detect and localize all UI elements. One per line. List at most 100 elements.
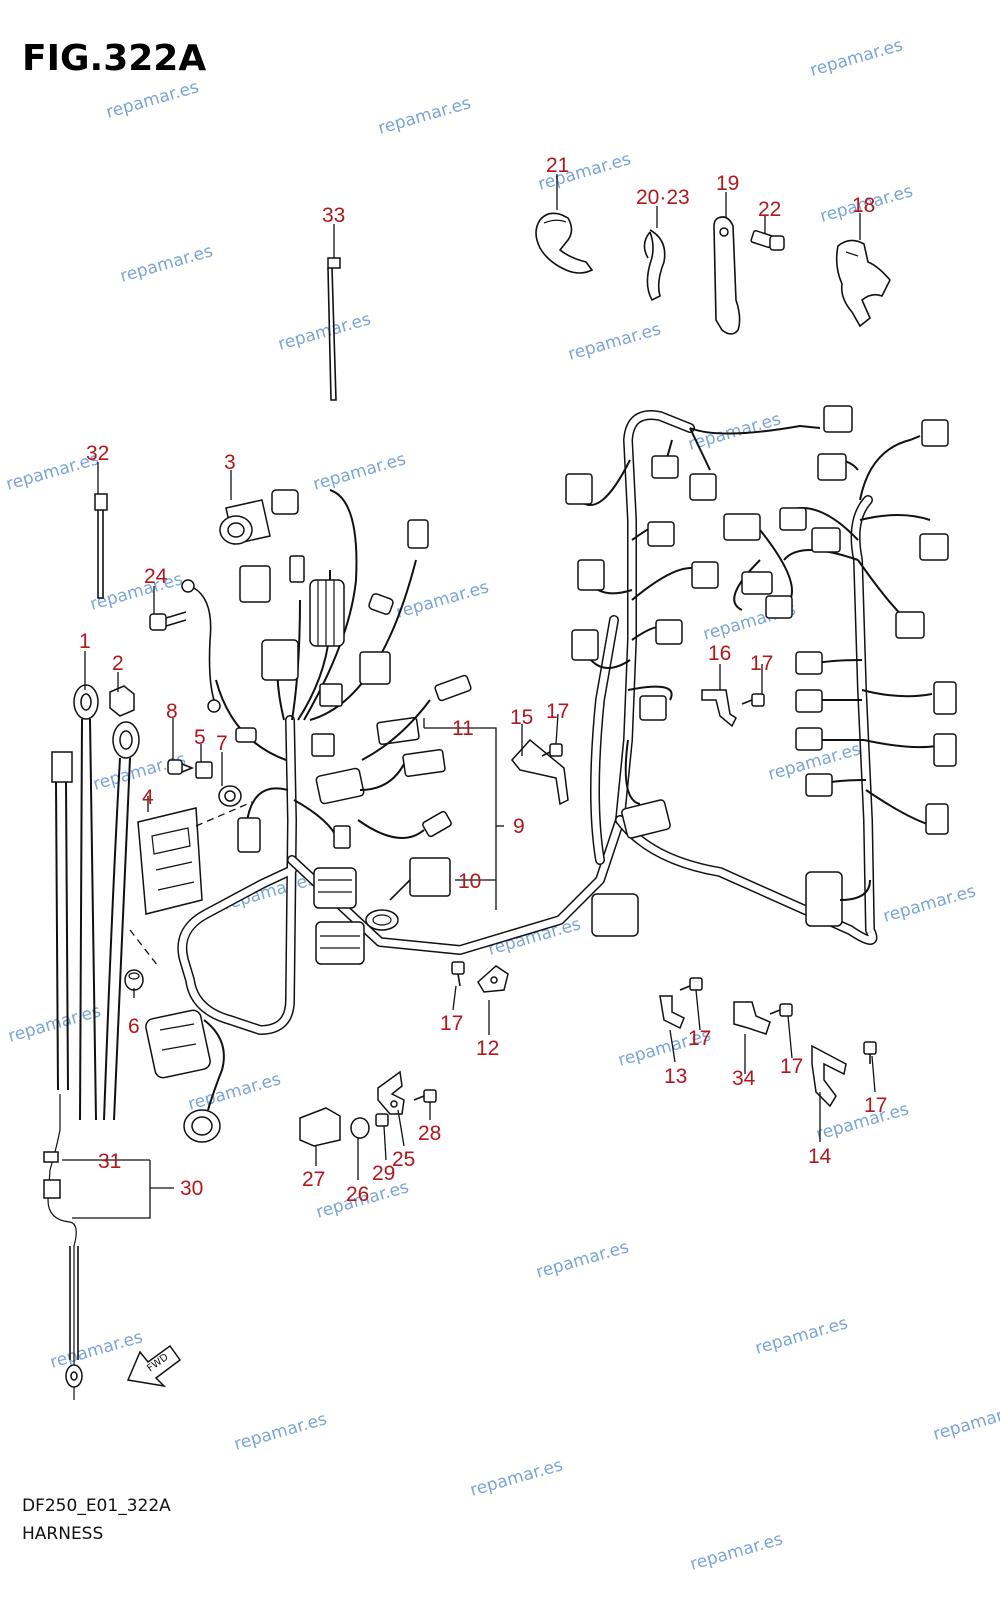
watermark: repamar.es [566, 319, 663, 365]
callout-31: 31 [98, 1150, 121, 1173]
watermark: repamar.es [814, 1099, 911, 1145]
part-30-lead [43, 751, 83, 1400]
part-20-23-clip [643, 229, 666, 302]
callout-14: 14 [808, 1145, 832, 1168]
watermark: repamar.es [104, 77, 201, 123]
callout-29: 29 [372, 1162, 395, 1185]
watermark: repamar.es [232, 1409, 329, 1455]
watermark: repamar.es [311, 449, 408, 495]
part-34-bracket [733, 1001, 771, 1035]
figure-code: DF250_E01_322A [22, 1496, 171, 1516]
callout-5: 5 [194, 726, 206, 749]
part-14-bracket [811, 1044, 847, 1108]
part-17-bolt [541, 743, 563, 757]
callout-30: 30 [180, 1177, 203, 1200]
callout-24: 24 [144, 565, 168, 588]
callout-17: 17 [546, 700, 569, 723]
callout-32: 32 [86, 442, 109, 465]
part-13-bracket [659, 995, 685, 1030]
callout-17: 17 [688, 1027, 711, 1050]
callout-20-23: 20·23 [636, 186, 690, 209]
callout-11: 11 [452, 717, 474, 740]
part-5-collar [195, 761, 213, 779]
part-29-nut [375, 1113, 389, 1127]
watermark: repamar.es [186, 1069, 283, 1115]
part-2-grommet [109, 685, 135, 717]
watermark: repamar.es [808, 35, 905, 81]
part-25-bracket [377, 1070, 405, 1115]
part-28-bolt [413, 1089, 437, 1103]
part-24-bolt [149, 579, 221, 713]
figure-name: HARNESS [22, 1524, 104, 1544]
callout-34: 34 [732, 1067, 756, 1090]
figure-title: FIG.322A [22, 38, 207, 79]
watermark: repamar.es [6, 1001, 103, 1047]
callout-17: 17 [440, 1012, 463, 1035]
callout-17: 17 [864, 1094, 887, 1117]
callouts: 1 2 3 4 5 6 7 8 9 10 11 12 13 14 15 16 1… [79, 154, 887, 1206]
part-15-bracket [511, 738, 569, 806]
part-12-bracket [477, 965, 509, 993]
callout-17: 17 [750, 652, 773, 675]
callout-9: 9 [513, 815, 525, 838]
leader-lines [62, 174, 876, 1219]
watermark: repamar.es [753, 1313, 850, 1359]
callout-13: 13 [664, 1065, 687, 1088]
part-3-sensor [219, 489, 299, 545]
callout-10: 10 [458, 870, 481, 893]
part-18-clamp [835, 239, 891, 328]
callout-28: 28 [418, 1122, 441, 1145]
part-22-bolt [750, 229, 785, 251]
part-17-bolt [863, 1041, 877, 1064]
part-8-bolt [167, 759, 195, 775]
watermark: repamar.es [534, 1237, 631, 1283]
watermark: repamar.es [931, 1399, 1000, 1445]
watermark: repamar.es [688, 1529, 785, 1575]
part-26-collar [350, 1117, 370, 1139]
watermark: repamar.es [118, 241, 215, 287]
callout-2: 2 [112, 652, 124, 675]
callout-21: 21 [546, 154, 569, 177]
part-21-clamp [535, 212, 594, 274]
part-10-relay [365, 857, 451, 931]
watermark: repamar.es [376, 93, 473, 139]
watermark: repamar.es [881, 881, 978, 927]
part-19-strap [713, 216, 741, 335]
callout-12: 12 [476, 1037, 499, 1060]
callout-33: 33 [322, 204, 345, 227]
fwd-arrow-icon: FWD [126, 1344, 182, 1388]
watermark: repamar.es [468, 1455, 565, 1501]
watermark: repamar.es [48, 1327, 145, 1373]
part-17-bolt [741, 693, 765, 707]
right-harness [565, 405, 957, 945]
callout-3: 3 [224, 451, 236, 474]
part-7-grommet [218, 785, 242, 807]
callout-22: 22 [758, 198, 781, 221]
callout-19: 19 [716, 172, 739, 195]
callout-8: 8 [166, 700, 178, 723]
callout-15: 15 [510, 706, 533, 729]
callout-4: 4 [142, 786, 154, 809]
part-27-cap [299, 1107, 341, 1147]
callout-26: 26 [346, 1183, 369, 1206]
callout-18-real: 18 [852, 194, 875, 217]
callout-25: 25 [392, 1148, 415, 1171]
part-16-bracket [701, 689, 737, 728]
lower-cable-terminal [103, 721, 140, 1121]
callout-27: 27 [302, 1168, 325, 1191]
callout-1: 1 [79, 630, 91, 653]
part-32-cable-tie [94, 493, 108, 599]
part-17-bolt [451, 961, 465, 987]
part-17-bolt [769, 1003, 793, 1017]
watermark: repamar.es [276, 309, 373, 355]
callout-6: 6 [128, 1015, 140, 1038]
part-17-bolt [679, 977, 703, 991]
left-harness-bundle [145, 489, 625, 1143]
callout-7: 7 [216, 732, 228, 755]
part-6-grommet [124, 969, 144, 991]
part-1-battery-cable [73, 684, 99, 1121]
callout-16: 16 [708, 642, 731, 665]
part-4-bracket [129, 801, 253, 967]
callout-17: 17 [780, 1055, 803, 1078]
